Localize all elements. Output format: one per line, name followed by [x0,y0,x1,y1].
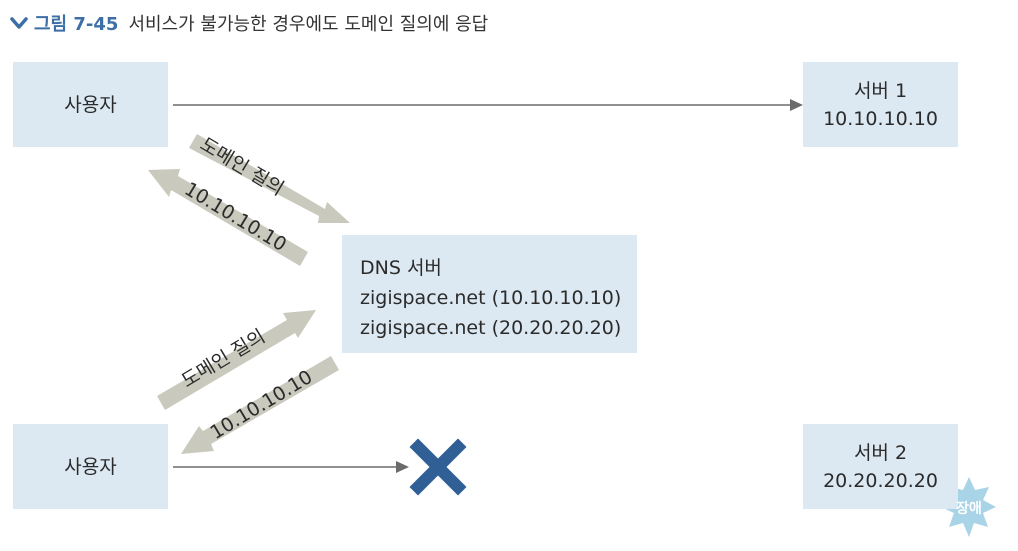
figure-caption: 그림 7-45 서비스가 불가능한 경우에도 도메인 질의에 응답 [10,10,488,36]
request-line-bottom [173,461,409,473]
request-line-top [173,99,803,111]
server-2-box: 서버 2 20.20.20.20 [803,424,958,509]
server-2-ip: 20.20.20.20 [823,469,938,492]
dns-server-box: DNS 서버 zigispace.net (10.10.10.10) zigis… [342,235,637,353]
dns-server-title: DNS 서버 [360,257,442,279]
figure-number: 그림 7-45 [34,14,119,35]
dns-record-2: zigispace.net (20.20.20.20) [360,317,622,339]
x-mark-icon [409,438,467,496]
user-bottom-label: 사용자 [64,455,117,478]
user-top-box: 사용자 [13,62,168,147]
user-bottom-box: 사용자 [13,424,168,509]
chevron-down-icon [10,17,28,29]
server-2-name: 서버 2 [853,441,908,464]
server-1-box: 서버 1 10.10.10.10 [803,62,958,147]
answer-label-bottom: 10.10.10.10 [206,366,317,444]
user-top-label: 사용자 [64,93,117,116]
server-1-ip: 10.10.10.10 [823,107,938,130]
dns-record-1: zigispace.net (10.10.10.10) [360,287,622,309]
fault-badge-label: 장애 [956,501,982,517]
server-1-name: 서버 1 [853,79,908,102]
query-label-bottom: 도메인 질의 [177,325,270,393]
figure-title: 서비스가 불가능한 경우에도 도메인 질의에 응답 [128,14,489,35]
